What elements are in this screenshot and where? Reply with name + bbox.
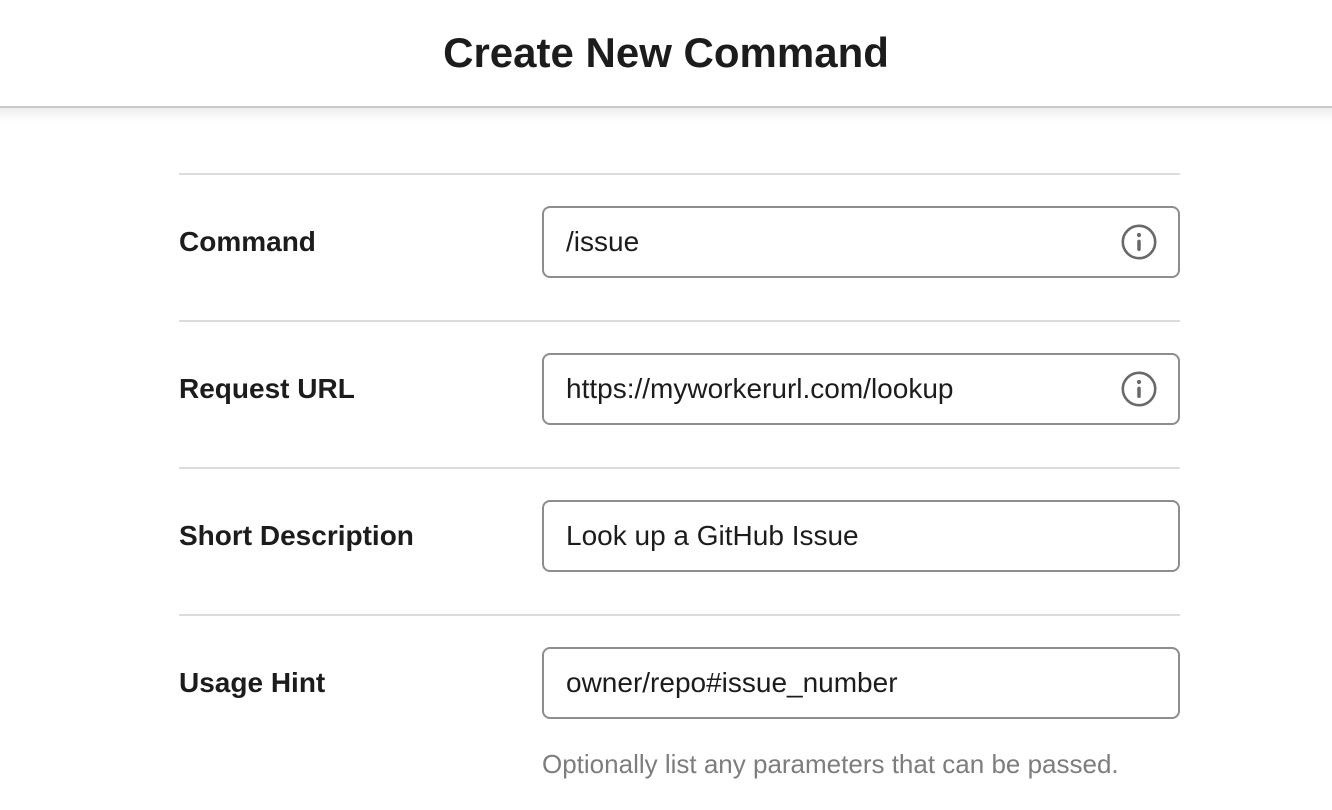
usage-hint-input-wrap (542, 647, 1180, 719)
form-row-main: Short Description (179, 500, 1180, 572)
form-row-main: Usage Hint (179, 647, 1180, 719)
short-description-input-wrap (542, 500, 1180, 572)
short-description-field (542, 500, 1180, 572)
usage-hint-field (542, 647, 1180, 719)
request-url-field (542, 353, 1180, 425)
short-description-input[interactable] (566, 520, 1158, 552)
usage-hint-help-text: Optionally list any parameters that can … (542, 749, 1119, 779)
usage-hint-label: Usage Hint (179, 667, 326, 698)
command-input-wrap (542, 206, 1180, 278)
command-field (542, 206, 1180, 278)
usage-hint-input[interactable] (566, 667, 1158, 699)
info-icon[interactable] (1120, 370, 1158, 408)
short-description-label: Short Description (179, 520, 414, 551)
request-url-input-wrap (542, 353, 1180, 425)
form-row-main: Command (179, 206, 1180, 278)
request-url-label: Request URL (179, 373, 355, 404)
command-input[interactable] (566, 226, 1106, 258)
modal-header: Create New Command (0, 0, 1332, 122)
command-label: Command (179, 226, 316, 257)
form-rows: CommandRequest URL Short DescriptionUsage… (179, 173, 1180, 810)
form-row-request-url: Request URL (179, 320, 1180, 467)
info-icon[interactable] (1120, 223, 1158, 261)
create-command-form: CommandRequest URL Short DescriptionUsage… (179, 173, 1180, 810)
form-row-usage-hint: Usage HintOptionally list any parameters… (179, 614, 1180, 810)
form-row-main: Request URL (179, 353, 1180, 425)
page-title: Create New Command (443, 29, 889, 76)
request-url-input[interactable] (566, 373, 1106, 405)
form-row-command: Command (179, 173, 1180, 320)
form-row-short-description: Short Description (179, 467, 1180, 614)
